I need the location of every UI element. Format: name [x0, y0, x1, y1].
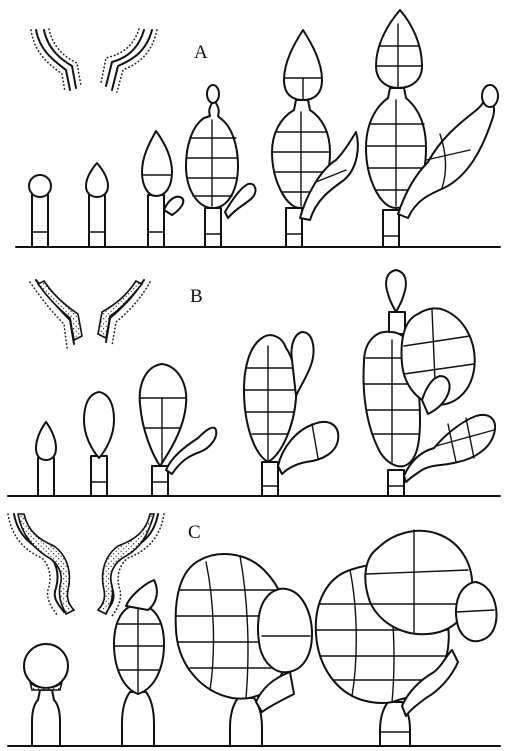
panel-a: A [16, 10, 500, 247]
stage-a1 [29, 175, 51, 247]
stage-a6 [366, 10, 498, 247]
stage-a3 [142, 131, 183, 247]
stage-b5 [364, 270, 496, 496]
stage-a4 [186, 85, 255, 247]
stage-b4 [244, 332, 338, 496]
panel-label-b: B [190, 286, 203, 307]
stage-c3 [176, 554, 312, 746]
stage-c4 [316, 530, 497, 746]
panel-c: C [8, 514, 500, 746]
panel-label-c: C [188, 522, 201, 543]
stage-b1 [36, 422, 56, 496]
stage-b2 [84, 392, 114, 496]
stage-a5 [272, 30, 358, 247]
stage-c1 [24, 644, 68, 746]
stage-c2 [114, 580, 164, 746]
inset-section-b [30, 280, 150, 348]
panel-label-a: A [194, 42, 208, 63]
inset-section-a [31, 29, 157, 92]
stage-b3 [140, 364, 217, 496]
panel-b: B [8, 270, 500, 496]
stage-a2 [86, 163, 108, 247]
